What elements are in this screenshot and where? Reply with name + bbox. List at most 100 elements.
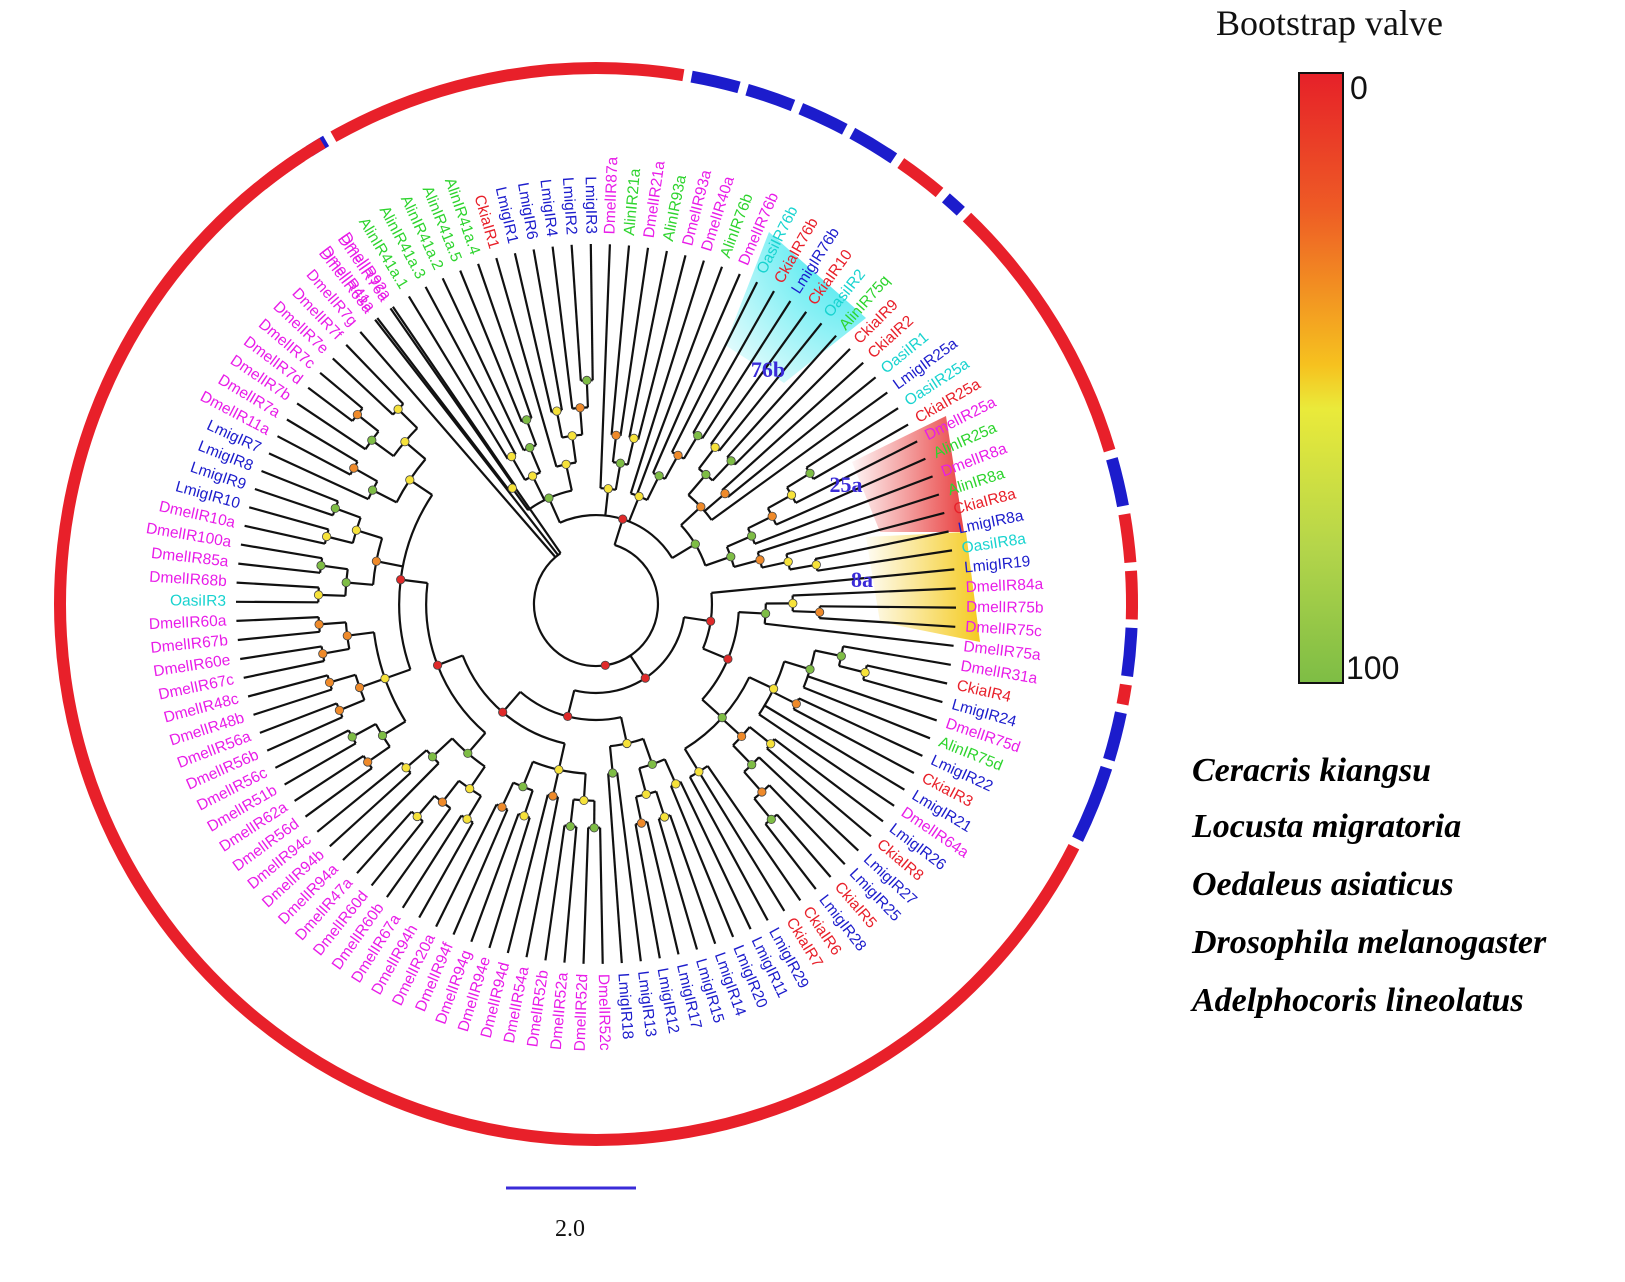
branch [866, 664, 948, 685]
branch [721, 361, 864, 492]
bootstrap-node [693, 430, 703, 441]
bootstrap-node [405, 475, 415, 485]
leaf-label: LmigIR13 [634, 970, 659, 1038]
branch [235, 600, 319, 604]
branch [773, 738, 884, 823]
bootstrap-node [347, 732, 357, 742]
branch [374, 319, 559, 556]
bootstrap-node [603, 484, 613, 494]
bootstrap-node [527, 471, 538, 481]
bootstrap-node [783, 557, 793, 567]
branch [718, 322, 823, 452]
bootstrap-node [710, 442, 720, 452]
ring-segment [1072, 765, 1113, 842]
branch [775, 457, 926, 526]
branch [389, 307, 562, 554]
branch-arc [574, 617, 686, 695]
clade-25a-highlight [852, 416, 964, 532]
branch [862, 678, 943, 704]
branch [776, 813, 832, 878]
branch [692, 290, 775, 434]
bootstrap-node [437, 797, 447, 807]
bootstrap-node [314, 619, 324, 630]
branch [803, 686, 931, 740]
branch [819, 617, 956, 628]
branch [370, 820, 424, 887]
species-drosophila-melanogaster: Drosophila melanogaster [1192, 924, 1547, 961]
branch [441, 277, 525, 451]
bootstrap-node [507, 483, 517, 493]
branch [240, 543, 323, 560]
bootstrap-node [519, 811, 529, 821]
bootstrap-node [334, 705, 344, 715]
species-ring [54, 62, 1139, 1146]
branch [424, 286, 517, 455]
bootstrap-node [351, 525, 361, 535]
bootstrap-node [705, 616, 716, 626]
ring-segment [1106, 457, 1129, 508]
bootstrap-node [498, 707, 508, 717]
branch [582, 827, 590, 964]
bootstrap-node [836, 651, 846, 661]
branch [637, 255, 687, 440]
bootstrap-node [766, 739, 776, 749]
bootstrap-node [618, 514, 628, 524]
bootstrap-node [757, 787, 767, 797]
bootstrap-node [521, 415, 532, 425]
branch [792, 587, 956, 597]
branch [764, 622, 954, 647]
branch [610, 245, 631, 436]
branch [237, 630, 320, 642]
branch [513, 253, 553, 413]
branch [786, 511, 945, 556]
leaf-label: DmelIR84a [965, 576, 1044, 596]
bootstrap-node [324, 677, 335, 688]
branch [798, 697, 923, 757]
bootstrap-node [701, 469, 711, 480]
bootstrap-node [400, 437, 410, 447]
branch-arc [559, 513, 674, 559]
branch [697, 771, 786, 912]
branch [254, 487, 334, 517]
clade-25a-label: 25a [830, 472, 863, 497]
branch [401, 815, 463, 909]
branch [669, 814, 717, 945]
branch [247, 674, 328, 698]
branch [319, 371, 364, 410]
branch [657, 818, 699, 950]
leaf-label: DmelIR75c [965, 619, 1043, 641]
bootstrap-node [563, 711, 573, 722]
branch [359, 331, 557, 558]
bootstrap-node [696, 502, 706, 512]
branch [244, 524, 326, 545]
bootstrap-node [380, 673, 390, 684]
legend-tick-bottom [1314, 682, 1344, 684]
branch [276, 435, 351, 476]
leaf-label: LmigIR3 [582, 176, 600, 234]
branch [459, 270, 523, 423]
ring-segment [1116, 683, 1132, 706]
branch [274, 729, 350, 769]
branch [259, 702, 338, 734]
branch [634, 824, 661, 959]
ring-segment [798, 103, 848, 135]
leaf-label: DmelIR52c [595, 974, 613, 1051]
ring-segment [1125, 570, 1139, 620]
bootstrap-node [690, 539, 700, 549]
bootstrap-node [548, 791, 558, 801]
bootstrap-node [561, 459, 571, 469]
bootstrap-node [582, 375, 592, 385]
branch [284, 742, 357, 786]
branch [332, 357, 394, 416]
branch [688, 776, 769, 921]
branch [764, 823, 817, 890]
branch [532, 249, 563, 411]
branch [488, 817, 531, 949]
bootstrap-node [805, 468, 815, 478]
branch [766, 747, 872, 838]
leaf-label: OasiIR3 [170, 592, 226, 609]
bootstrap-node [393, 404, 403, 414]
bootstrap-node [371, 556, 381, 566]
branch [253, 688, 333, 716]
bootstrap-node [647, 759, 657, 769]
